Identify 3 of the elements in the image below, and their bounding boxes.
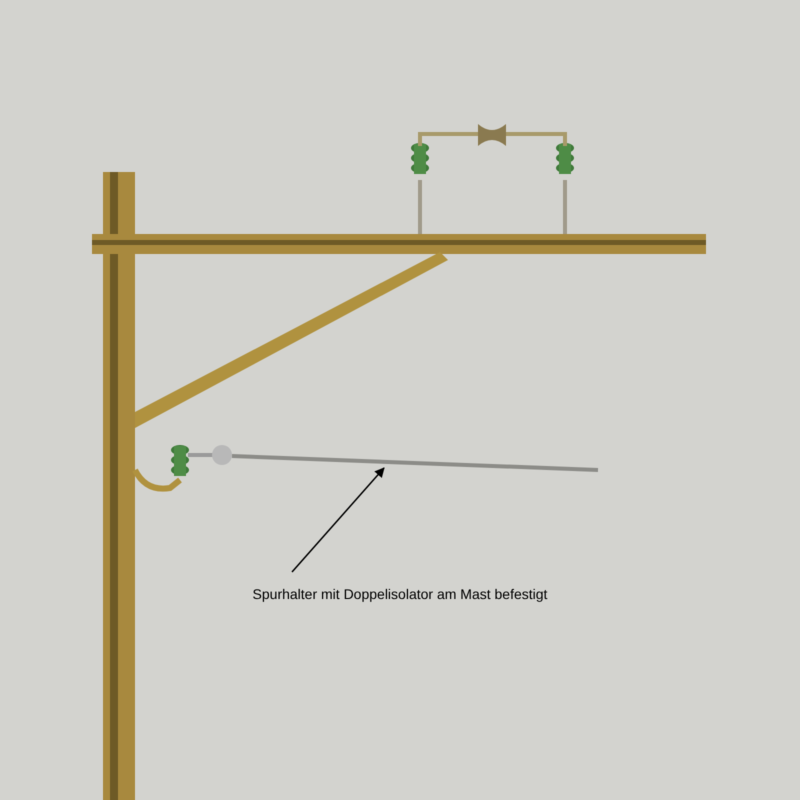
annotation-text: Spurhalter mit Doppelisolator am Mast befestigt bbox=[200, 584, 600, 605]
steady-arm-rod bbox=[232, 454, 598, 472]
leader-line bbox=[291, 467, 385, 572]
